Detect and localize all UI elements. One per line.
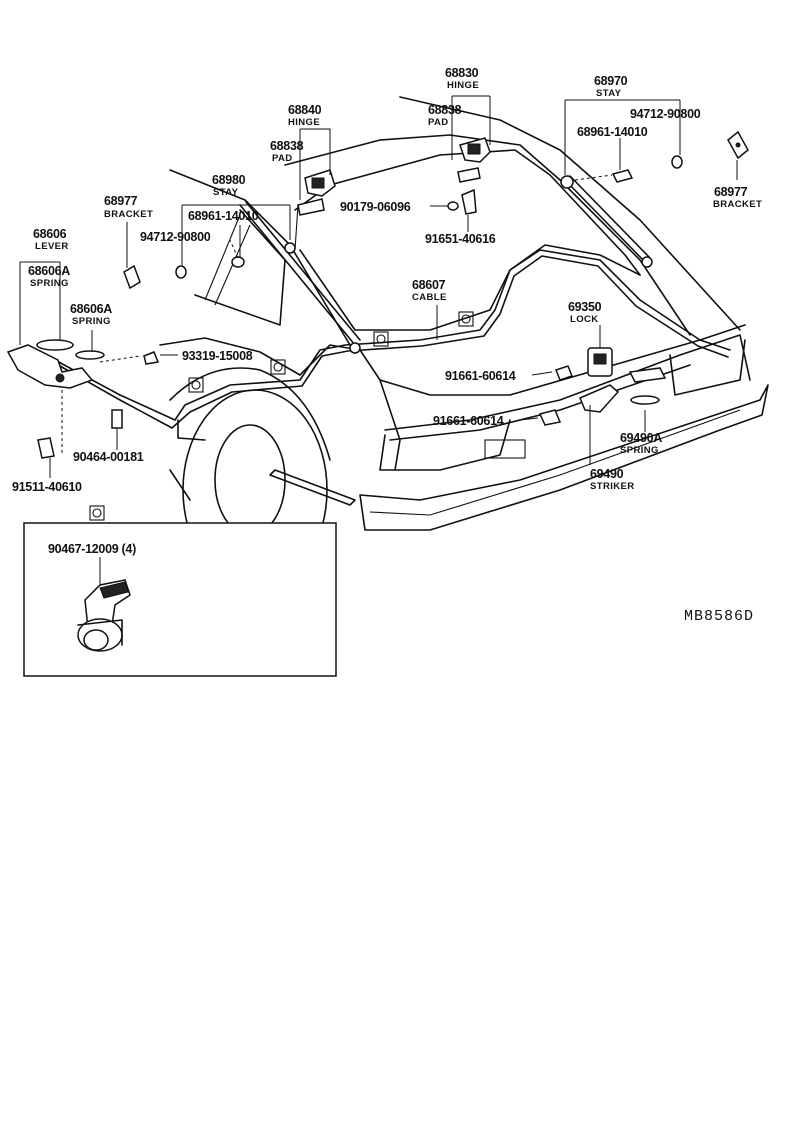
callout-69350-caption: LOCK: [570, 314, 599, 325]
callout-68606-number: 68606: [33, 227, 67, 241]
callout-91651-number: 91651-40616: [425, 232, 496, 246]
callout-68606a1-caption: SPRING: [30, 278, 69, 289]
stay-right: [560, 175, 653, 268]
fasteners: [37, 155, 683, 459]
callout-69490a-caption: SPRING: [620, 445, 659, 456]
callout-91661a-number: 91661-60614: [445, 369, 516, 383]
lever-assembly: [6, 339, 105, 389]
callout-68830-number: 68830: [445, 66, 479, 80]
lock-assembly: [579, 347, 667, 413]
callout-68977l-caption: BRACKET: [104, 209, 153, 220]
callout-91661b-number: 91661-60614: [433, 414, 504, 428]
callout-69350-number: 69350: [568, 300, 602, 314]
callout-68980-number: 68980: [212, 173, 246, 187]
callout-68838r-caption: PAD: [428, 117, 449, 128]
callout-68961r-number: 68961-14010: [577, 125, 648, 139]
callout-68838r-number: 68838: [428, 103, 462, 117]
labels: 68830 HINGE 68838 PAD 68840 HINGE 68838 …: [12, 66, 762, 625]
hinge-left: [297, 169, 336, 216]
callout-68980-caption: STAY: [213, 187, 239, 198]
callout-69490-caption: STRIKER: [590, 481, 635, 492]
callout-69490a-number: 69490A: [620, 431, 662, 445]
callout-90179-number: 90179-06096: [340, 200, 411, 214]
bracket-right: [727, 130, 749, 160]
callout-68977l-number: 68977: [104, 194, 138, 208]
callout-68606a1-number: 68606A: [28, 264, 70, 278]
callout-68838l-number: 68838: [270, 139, 304, 153]
callout-68606-caption: LEVER: [35, 241, 69, 252]
callout-68606a2-number: 68606A: [70, 302, 112, 316]
inset-box: [23, 505, 337, 677]
leader-lines: [19, 95, 738, 478]
callout-68977r-number: 68977: [714, 185, 748, 199]
callout-91511-number: 91511-40610: [12, 480, 82, 494]
callout-68840-number: 68840: [288, 103, 322, 117]
drawing-code: MB8586D: [684, 608, 754, 625]
callout-68607-number: 68607: [412, 278, 446, 292]
callout-68838l-caption: PAD: [272, 153, 293, 164]
callout-68830-caption: HINGE: [447, 80, 479, 91]
stay-left: [239, 201, 361, 354]
callout-68977r-caption: BRACKET: [713, 199, 762, 210]
callout-94712l-number: 94712-90800: [140, 230, 211, 244]
callout-90464-number: 90464-00181: [73, 450, 144, 464]
callout-90467-number: 90467-12009 (4): [48, 542, 136, 556]
hinge-right: [457, 137, 491, 183]
callout-68607-caption: CABLE: [412, 292, 447, 303]
callout-68970-number: 68970: [594, 74, 628, 88]
callout-93319-number: 93319-15008: [182, 349, 253, 363]
callout-68961l-number: 68961-14010: [188, 209, 259, 223]
callout-68970-caption: STAY: [596, 88, 622, 99]
callout-68606a2-caption: SPRING: [72, 316, 111, 327]
callout-69490-number: 69490: [590, 467, 624, 481]
clip-part: [77, 579, 131, 652]
callout-94712r-number: 94712-90800: [630, 107, 701, 121]
reference-markers: [188, 311, 474, 393]
release-cable: [54, 249, 731, 441]
callout-68840-caption: HINGE: [288, 117, 320, 128]
bracket-left: [123, 264, 141, 290]
